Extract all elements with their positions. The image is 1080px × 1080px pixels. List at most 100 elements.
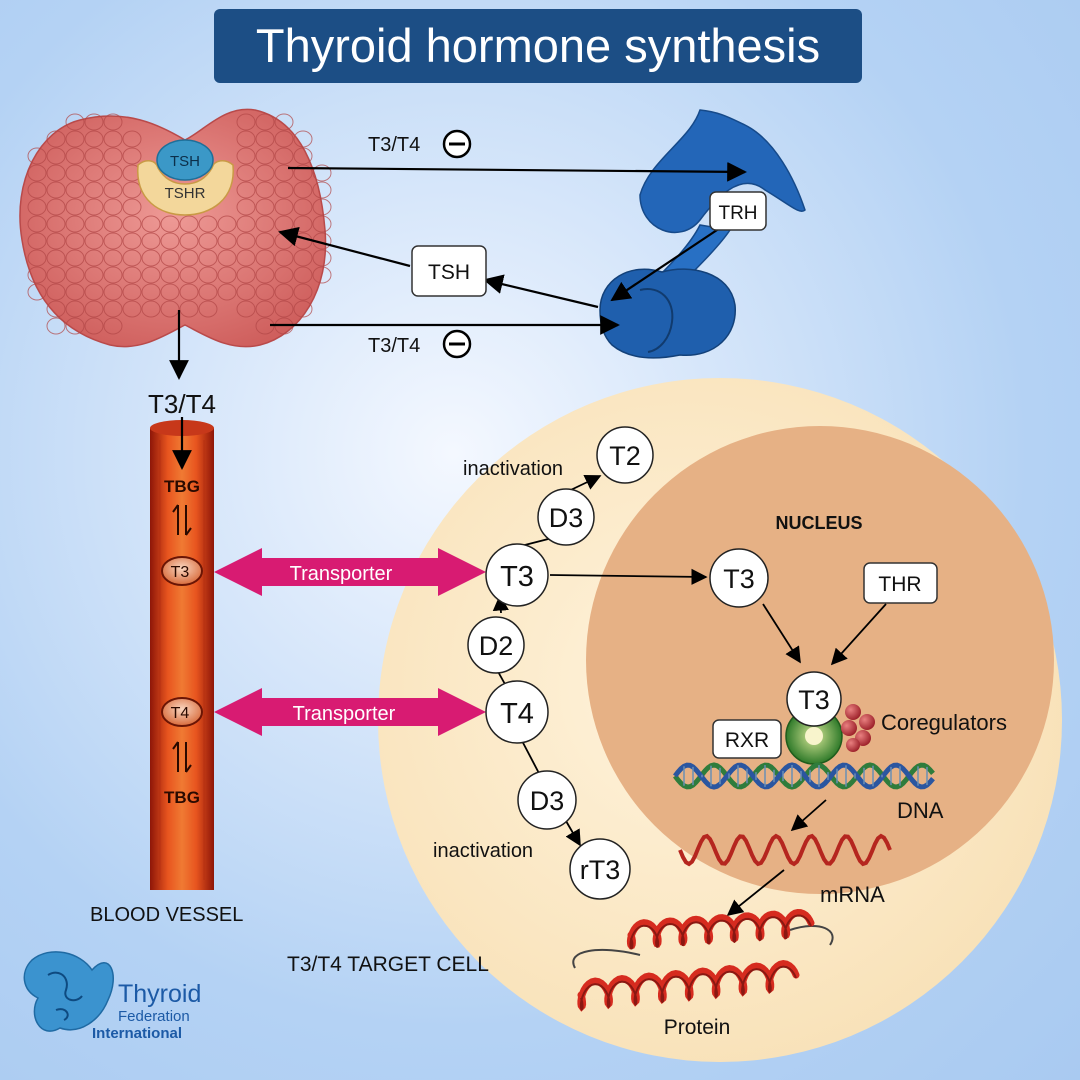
thyroid-lobule <box>198 215 218 233</box>
t4-cell-node: T4 <box>485 680 549 744</box>
nucleus-label: NUCLEUS <box>775 513 862 533</box>
thyroid-lobule <box>103 113 123 131</box>
thyroid-lobule <box>160 249 180 267</box>
dna-helix <box>673 762 935 790</box>
feedback-arrows <box>169 161 747 380</box>
thyroid-lobule <box>65 164 85 182</box>
transporter-upper: Transporter <box>214 548 486 596</box>
tsh-receptor: TSH TSHR <box>137 139 234 216</box>
thyroid-lobule <box>293 147 313 165</box>
thyroid-lobule <box>27 283 47 301</box>
thyroid-lobule <box>27 181 47 199</box>
thyroid-lobule <box>255 164 275 182</box>
thyroid-lobule <box>65 232 85 250</box>
thyroid-lobule <box>46 232 66 250</box>
thyroid-lobule <box>160 215 180 233</box>
thyroid-lobule <box>236 113 256 131</box>
thyroid-lobule <box>312 164 332 182</box>
t3t4-lower-label: T3/T4 <box>368 335 420 357</box>
thyroid-lobule <box>236 249 256 267</box>
thyroid-lobule <box>274 198 294 216</box>
tsh-box: TSH <box>411 245 487 297</box>
thyroid-lobule <box>312 266 332 284</box>
thyroid-lobule <box>122 266 142 284</box>
thyroid-lobule <box>84 266 104 284</box>
thyroid-lobule <box>198 232 218 250</box>
nucleus <box>586 426 1054 894</box>
thyroid-lobule <box>141 266 161 284</box>
thyroid-lobule <box>65 130 85 148</box>
t3-vessel-particle: T3 <box>161 556 203 586</box>
thyroid-lobule <box>103 232 123 250</box>
tbg-lower-label: TBG <box>164 788 200 807</box>
thyroid-lobule <box>84 232 104 250</box>
thyroid-lobule <box>236 266 256 284</box>
mrna-label: mRNA <box>820 882 885 907</box>
inactivation-upper-label: inactivation <box>463 458 563 480</box>
t3-vessel-label: T3 <box>171 564 190 581</box>
thyroid-lobule <box>103 300 123 318</box>
thyroid-lobule <box>274 164 294 182</box>
tsh-receptor-ligand-label: TSH <box>170 153 200 170</box>
thyroid-lobule <box>236 215 256 233</box>
thyroid-lobule <box>103 130 123 148</box>
thyroid-gland <box>19 108 332 348</box>
t3-bound-label: T3 <box>798 685 830 715</box>
protein-structure <box>572 908 834 1012</box>
t2-label: T2 <box>609 441 641 471</box>
t3-cell-node: T3 <box>485 543 549 607</box>
thyroid-lobule <box>160 266 180 284</box>
title-banner <box>214 9 862 83</box>
thyroid-lobule <box>65 147 85 165</box>
thyroid-lobule <box>255 147 275 165</box>
thyroid-lobule <box>103 147 123 165</box>
thyroid-lobule <box>274 283 294 301</box>
thyroid-lobule <box>122 215 142 233</box>
thyroid-lobule <box>65 215 85 233</box>
thyroid-lobule <box>103 181 123 199</box>
d3-lower-label: D3 <box>530 786 565 816</box>
t3-bound-node: T3 <box>786 671 842 727</box>
thyroid-lobule <box>46 215 66 233</box>
thyroid-lobule <box>198 266 218 284</box>
thyroid-lobule <box>122 198 142 216</box>
thyroid-lobule <box>27 249 47 267</box>
thyroid-lobule <box>103 164 123 182</box>
thyroid-federation-logo: Thyroid Federation International <box>23 951 201 1042</box>
thyroid-lobule <box>255 113 275 131</box>
thyroid-lobule <box>84 113 104 131</box>
t3t4-upper-label: T3/T4 <box>368 134 420 156</box>
t4-vessel-particle: T4 <box>161 697 203 727</box>
thyroid-lobule <box>46 181 66 199</box>
thyroid-lobule <box>198 283 218 301</box>
thyroid-lobule <box>141 300 161 318</box>
thyroid-lobule <box>179 300 199 318</box>
thyroid-lobule <box>179 232 199 250</box>
thyroid-lobule <box>160 283 180 301</box>
thyroid-lobule <box>46 283 66 301</box>
rxr-label: RXR <box>725 729 769 752</box>
thyroid-lobule <box>255 266 275 284</box>
thyroid-lobule <box>84 181 104 199</box>
thyroid-lobule <box>103 266 123 284</box>
hypothalamus-pituitary <box>599 109 806 359</box>
thyroid-lobule <box>65 266 85 284</box>
thyroid-lobule <box>141 249 161 267</box>
thyroid-lobule <box>65 300 85 318</box>
d3-upper-node: D3 <box>537 488 595 546</box>
thyroid-lobule <box>293 181 313 199</box>
dna-label: DNA <box>897 798 944 823</box>
thyroid-lobule <box>27 232 47 250</box>
thyroid-lobule <box>255 283 275 301</box>
thyroid-lobule <box>46 266 66 284</box>
thyroid-lobule <box>274 300 294 318</box>
thyroid-lobule <box>255 181 275 199</box>
thyroid-lobule <box>122 147 142 165</box>
thyroid-lobule <box>46 130 66 148</box>
inactivation-lower-label: inactivation <box>433 840 533 862</box>
thyroid-lobule <box>293 283 313 301</box>
thyroid-lobule <box>236 164 256 182</box>
t3-nucleus-node: T3 <box>709 548 769 608</box>
thyroid-lobule <box>84 249 104 267</box>
